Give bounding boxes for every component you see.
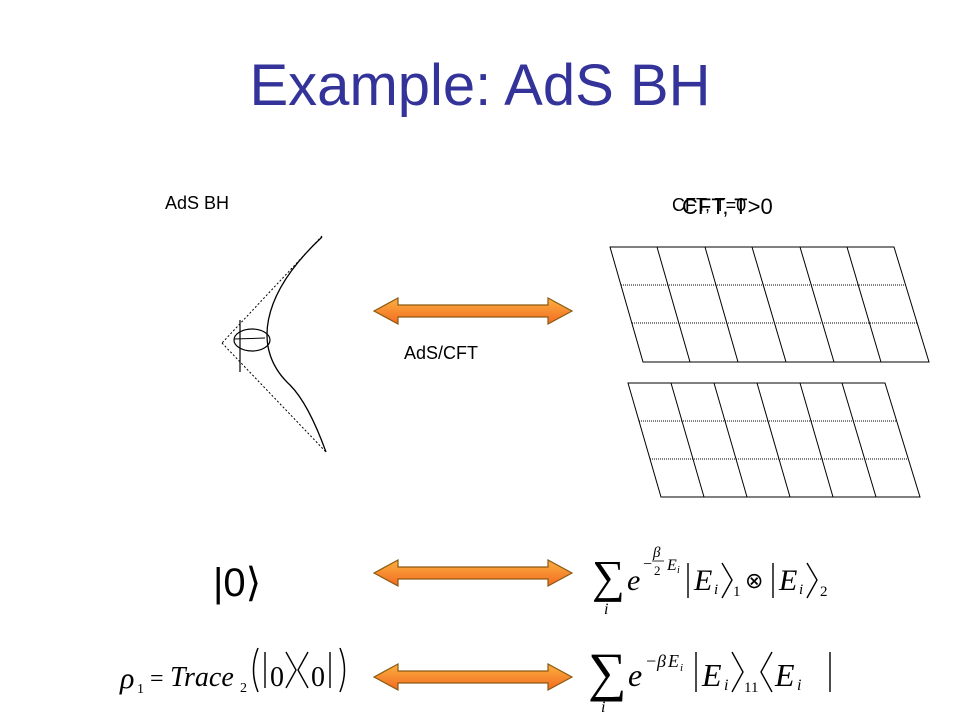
tfd-ket1-sub: 1 [733,584,741,600]
rho-sum-index: i [601,699,605,716]
rho-sub: 1 [137,682,144,697]
tfd-ket1-energy: E [693,564,712,597]
trace-sub: 2 [240,681,247,696]
rho-exp-base: e [628,657,642,693]
equals-sign: = [150,666,164,692]
rho-ket-energy: E [701,657,722,693]
rho-beta: β [656,651,666,671]
tfd-exp-energy-sub: i [677,565,680,576]
rho-sum-symbol: ∑ [588,642,627,702]
grid-top-outline [609,246,930,363]
rho-ket-sub: 11 [744,680,758,696]
rho-symbol: ρ [119,662,134,695]
tfd-ket2-energy: E [778,564,797,597]
ads-cft-label: AdS/CFT [404,343,479,363]
boundary-curve [266,236,327,453]
thermofield-equation: ∑ i e − β 2 E i E i 1 ⊗ E i 2 [592,545,828,618]
tfd-otimes: ⊗ [745,568,763,593]
tfd-ket2-index: i [799,582,803,598]
rho-exp-energy: E [667,651,679,671]
cft-t-zero-label: CFT, T=0 [672,195,747,215]
ads-bh-diagram [221,235,327,453]
rho-ket-index: i [724,677,728,694]
duality-arrow-middle [372,558,574,588]
horizontal-slice [233,337,266,340]
rho-bra-energy: E [774,657,795,693]
rho-exp-energy-sub: i [680,662,683,674]
duality-arrow-top [372,296,574,326]
rho-minus: − [646,651,656,671]
bra-zero: 0 [311,662,325,693]
dotted-horizon-lower [221,342,327,453]
tfd-ket1-index: i [714,582,718,598]
tfd-exp-base: e [627,564,640,597]
ads-bh-label: AdS BH [165,193,230,213]
tfd-exp-energy: E [666,557,677,574]
ket-zero: 0 [270,662,284,693]
duality-arrow-bottom [372,662,574,692]
tfd-beta: β [652,545,661,561]
rho-bra-index: i [797,677,801,694]
horizon-circle [233,328,271,352]
trace-word: Trace [170,662,234,693]
vacuum-ket: |0⟩ [213,561,262,605]
tfd-ket2-sub: 2 [820,584,828,600]
tfd-two: 2 [654,563,661,578]
cft-grid-top [609,246,930,363]
cft-grid-bottom [627,382,921,498]
thermal-density-equation: ∑ i e − β E i E i 11 E i [588,642,831,716]
cft-t-positive-label: CFT, T>0 [682,194,773,219]
density-matrix-equation: ρ 1 = Trace 2 0 0 [119,647,346,697]
slide-title: Example: AdS BH [249,53,711,118]
tfd-sum-symbol: ∑ [592,551,625,602]
tfd-minus: − [643,556,652,573]
tfd-sum-index: i [604,601,608,618]
